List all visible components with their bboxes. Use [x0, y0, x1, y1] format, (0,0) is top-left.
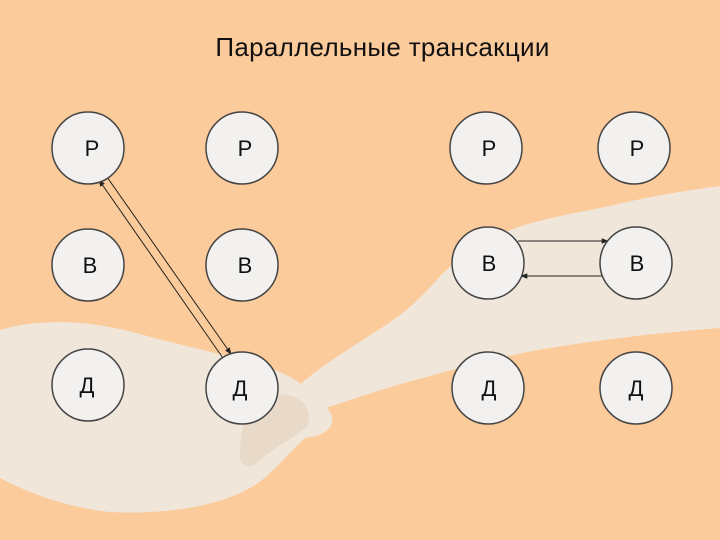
edges — [98, 176, 609, 362]
node-label: В — [630, 251, 645, 276]
edge-p1-to-d2 — [106, 176, 232, 355]
node-p1: Р — [51, 111, 125, 185]
node-p2: Р — [205, 111, 279, 185]
node-v2: В — [205, 228, 279, 302]
node-label: Р — [482, 136, 497, 161]
node-label: Р — [238, 136, 253, 161]
node-v3: В — [451, 226, 525, 300]
node-label: Д — [233, 376, 248, 401]
node-label: Р — [630, 136, 645, 161]
nodes: Р Р Р Р В В В — [51, 111, 673, 425]
node-p3: Р — [449, 111, 523, 185]
slide-title: Параллельные трансакции — [215, 32, 550, 62]
node-label: Р — [85, 136, 100, 161]
node-label: Д — [482, 376, 497, 401]
node-d3: Д — [451, 351, 525, 425]
edge-d2-to-p1 — [98, 179, 226, 362]
node-v4: В — [599, 226, 673, 300]
node-label: Д — [80, 373, 95, 398]
node-label: Д — [629, 376, 644, 401]
node-label: В — [482, 251, 497, 276]
node-d1: Д — [51, 348, 125, 422]
node-v1: В — [51, 228, 125, 302]
node-d2: Д — [205, 351, 279, 425]
node-p4: Р — [597, 111, 671, 185]
node-label: В — [238, 253, 253, 278]
node-d4: Д — [599, 351, 673, 425]
node-label: В — [83, 253, 98, 278]
